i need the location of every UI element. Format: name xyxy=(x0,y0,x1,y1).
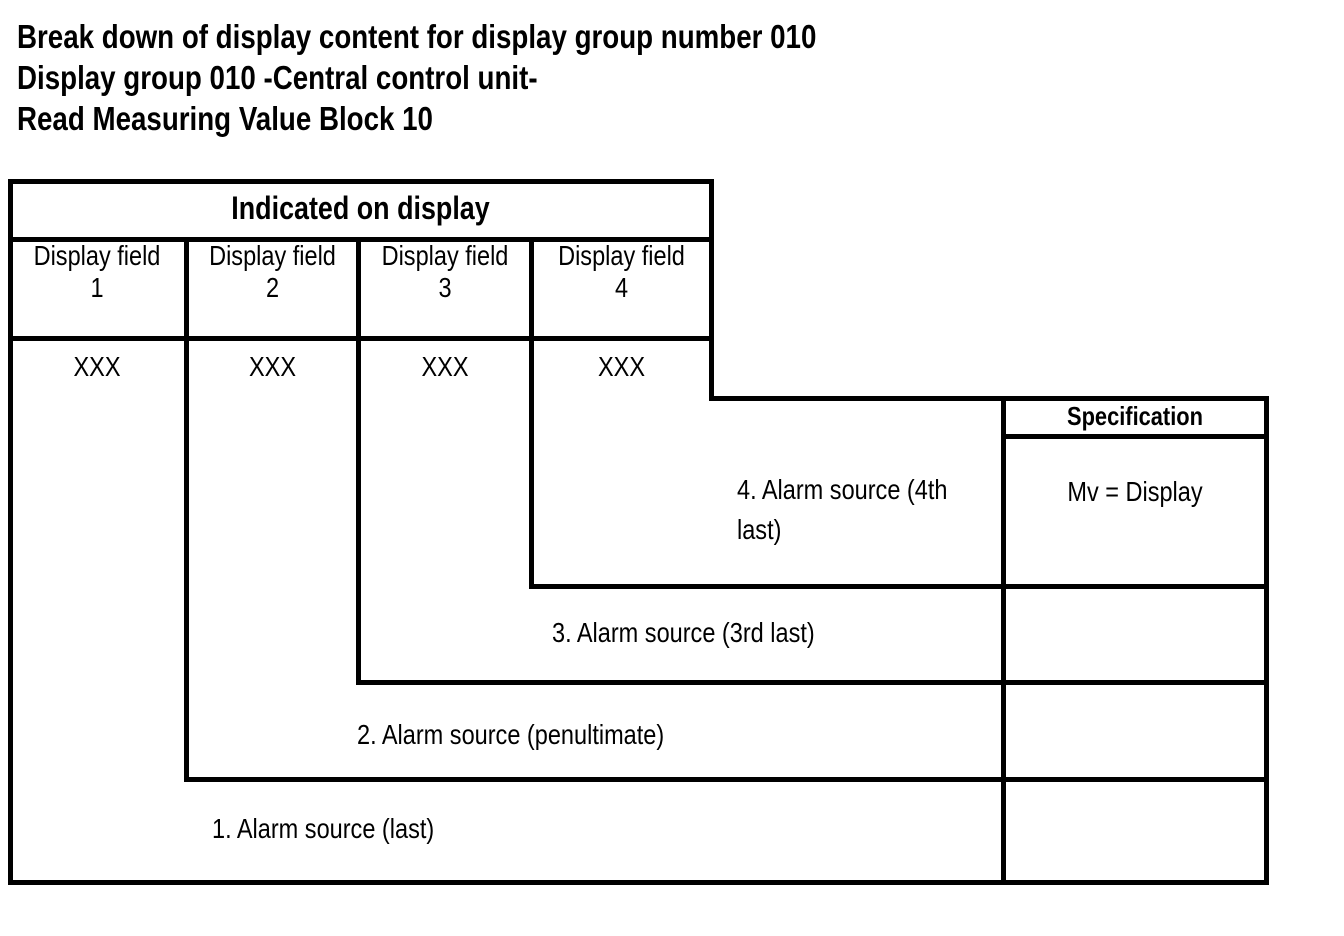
field-header-divider xyxy=(8,336,714,341)
column-divider-2-3 xyxy=(356,237,361,685)
page-title-line3: Read Measuring Value Block 10 xyxy=(17,100,433,137)
indicated-on-display-header: Indicated on display xyxy=(231,190,490,226)
column-header-2-label: Display field xyxy=(209,240,336,271)
alarm-row-1-label: 1. Alarm source (last) xyxy=(212,813,435,844)
column-header-2: Display field 2 xyxy=(202,240,342,304)
field-value-2: XXX xyxy=(248,351,297,382)
table-bottom-border xyxy=(8,880,1269,885)
column-header-1-number: 1 xyxy=(90,272,104,303)
column-header-3-number: 3 xyxy=(438,272,452,303)
table-left-border xyxy=(8,179,13,885)
specification-value: Mv = Display xyxy=(1067,476,1203,507)
page-title-line2: Display group 010 -Central control unit- xyxy=(17,59,538,96)
alarm-row-2-label: 2. Alarm source (penultimate) xyxy=(357,719,665,750)
step-line-row3-bottom xyxy=(356,680,1269,685)
specification-right-border xyxy=(1264,396,1269,885)
column-header-2-number: 2 xyxy=(265,272,280,303)
table-right-border-upper xyxy=(709,179,714,401)
column-header-4-label: Display field xyxy=(558,240,685,271)
step-line-row2-bottom xyxy=(184,777,1269,782)
field-value-4: XXX xyxy=(597,351,646,382)
specification-left-border xyxy=(1001,396,1006,885)
alarm-row-3-label: 3. Alarm source (3rd last) xyxy=(552,617,815,648)
column-header-3-label: Display field xyxy=(381,240,509,271)
specification-header: Specification xyxy=(1067,401,1203,431)
step-line-row4-top xyxy=(709,396,1269,401)
column-divider-1-2 xyxy=(184,237,189,782)
column-header-4-number: 4 xyxy=(614,272,629,303)
column-divider-3-4 xyxy=(529,237,534,589)
column-header-1: Display field 1 xyxy=(24,240,170,304)
page-title-line1: Break down of display content for displa… xyxy=(17,18,817,55)
indicated-header-divider xyxy=(8,237,714,242)
column-header-4: Display field 4 xyxy=(548,240,695,304)
step-line-row4-bottom xyxy=(529,584,1269,589)
alarm-row-4-label: 4. Alarm source (4th last) xyxy=(737,474,948,545)
field-value-1: XXX xyxy=(73,351,121,382)
column-header-3: Display field 3 xyxy=(374,240,515,304)
field-value-3: XXX xyxy=(421,351,469,382)
specification-header-divider xyxy=(1001,434,1269,439)
page-title-block: Break down of display content for displa… xyxy=(17,16,816,139)
table-top-border xyxy=(8,179,714,184)
column-header-1-label: Display field xyxy=(33,240,161,271)
